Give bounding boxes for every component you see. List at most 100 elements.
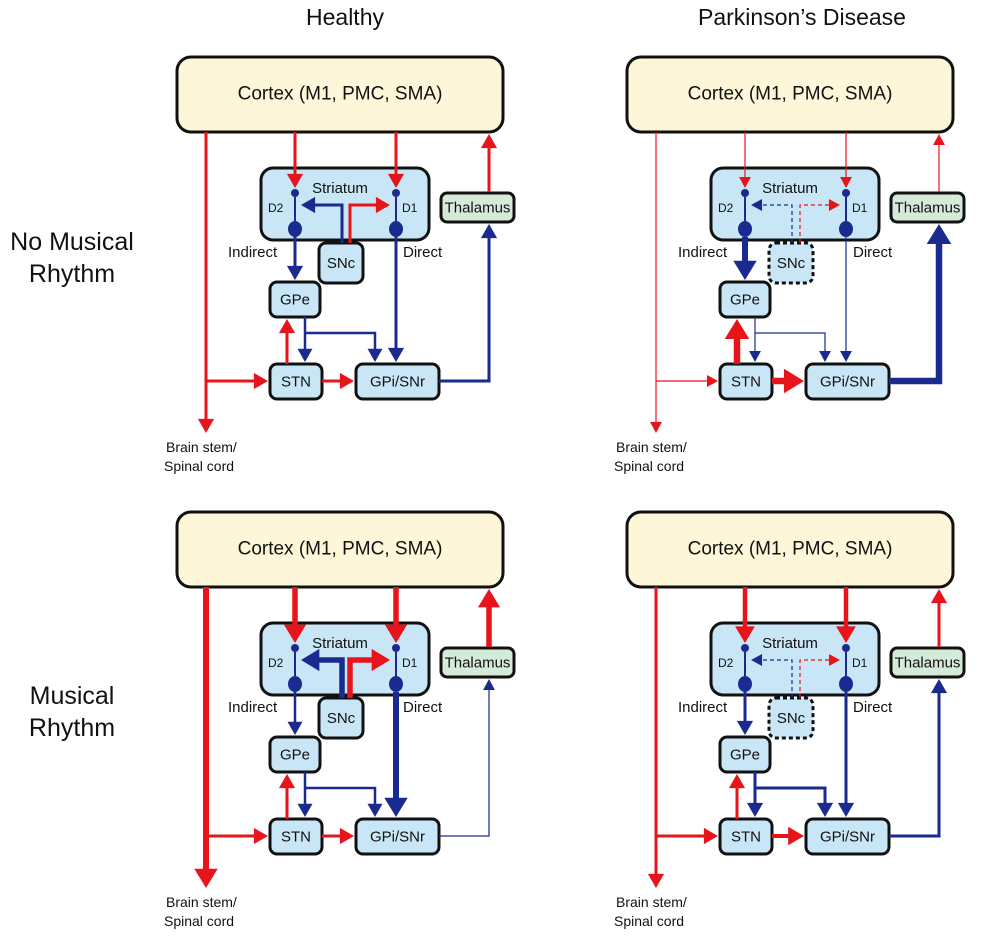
cortex-box-label: Cortex (M1, PMC, SMA): [238, 539, 443, 560]
thalamus-box: [439, 646, 516, 679]
ctx-to-d2-arrow-head: [739, 176, 751, 188]
ctx-to-d2-arrow-head: [286, 173, 304, 188]
gpi-to-thalamus-arrow-head: [483, 679, 495, 691]
gpi-snr-box-label: GPi/SNr: [370, 374, 425, 391]
gpi-to-thalamus-arrow: [889, 687, 941, 838]
brainstem-label-line1: Brain stem/: [166, 439, 237, 455]
d1-label: D1: [402, 656, 418, 670]
panel-healthy-rhythm: Cortex (M1, PMC, SMA)StriatumThalamusSNc…: [164, 510, 516, 929]
gpi-snr-box-label: GPi/SNr: [370, 829, 425, 846]
striatum-box: [259, 166, 431, 242]
row-label-no-rhythm-line1: No Musical: [10, 228, 134, 256]
gpe-to-stn-arrow-head: [746, 802, 764, 817]
panel-pd-no-rhythm: Cortex (M1, PMC, SMA)StriatumThalamusSNc…: [614, 55, 966, 474]
snc-to-d1-arrow-head: [828, 654, 840, 666]
ctx-to-d2-arrow-head: [283, 624, 307, 643]
indirect-label: Indirect: [228, 699, 278, 716]
striatum-label: Striatum: [762, 180, 818, 197]
gpi-snr-box-label: GPi/SNr: [820, 829, 875, 846]
ctx-to-stn-arrow-head: [253, 827, 268, 845]
d2-to-gpe-arrow-head: [736, 720, 754, 735]
gpe-box-label: GPe: [280, 747, 310, 764]
snc-box: [767, 241, 815, 285]
gpe-to-stn-arrow-head: [297, 803, 313, 817]
row-label-rhythm-line1: Musical: [30, 682, 115, 710]
gpe-box: [268, 280, 322, 319]
d2-neuron: [738, 676, 752, 692]
cortex-box-label: Cortex (M1, PMC, SMA): [688, 539, 893, 560]
thalamus-box: [889, 646, 966, 679]
stn-to-gpi-arrow-head: [788, 826, 804, 846]
ctx-to-brainstem-arrow-head: [647, 873, 665, 888]
direct-label: Direct: [403, 244, 443, 261]
thalamus-box-label: Thalamus: [895, 655, 961, 672]
d2-terminal: [741, 189, 749, 197]
thalamus-to-cortex-arrow-head: [930, 589, 948, 604]
cortex-box: [625, 55, 955, 134]
d1-terminal: [392, 189, 400, 197]
stn-box-label: STN: [731, 829, 761, 846]
ctx-to-stn-arrow-head: [253, 372, 268, 390]
snc-to-d2-arrow: [309, 203, 344, 243]
cortex-box: [625, 510, 955, 589]
snc-box-label: SNc: [327, 255, 356, 272]
gpe-to-gpi-arrow: [305, 786, 377, 810]
snc-to-d2-arrow: [757, 204, 793, 243]
snc-to-d2-arrow: [312, 657, 345, 698]
ctx-to-brainstem-arrow-head: [650, 421, 662, 433]
gpe-to-stn-arrow-head: [749, 350, 761, 362]
snc-to-d1-arrow-head: [375, 196, 390, 214]
brainstem-label-line2: Spinal cord: [164, 913, 234, 929]
stn-to-gpe-arrow-head: [278, 319, 296, 334]
striatum-box: [709, 166, 881, 242]
brainstem-label-line1: Brain stem/: [166, 894, 237, 910]
gpe-to-gpi-arrow: [755, 332, 826, 356]
d1-to-gpi-arrow-head: [837, 802, 855, 817]
ctx-to-d1-arrow-head: [387, 173, 405, 188]
thalamus-to-cortex-arrow-head: [933, 134, 945, 146]
stn-to-gpi-arrow-head: [339, 372, 354, 390]
snc-box: [767, 696, 815, 740]
thalamus-box-label: Thalamus: [445, 655, 511, 672]
snc-to-d1-arrow-head: [371, 648, 390, 672]
gpe-box: [718, 280, 772, 319]
gpi-snr-box-label: GPi/SNr: [820, 374, 875, 391]
snc-to-d1-arrow: [799, 204, 834, 243]
gpi-to-thalamus-arrow: [439, 685, 490, 837]
thalamus-box: [439, 191, 516, 224]
gpe-box-label: GPe: [730, 747, 760, 764]
gpe-box: [268, 735, 322, 774]
gpe-to-gpi-arrow: [755, 786, 827, 809]
d2-to-gpe-arrow-head: [286, 265, 304, 280]
d2-label: D2: [268, 656, 284, 670]
brainstem-label-line2: Spinal cord: [614, 913, 684, 929]
d1-label: D1: [402, 201, 418, 215]
d1-label: D1: [852, 201, 868, 215]
d2-terminal: [291, 644, 299, 652]
striatum-label: Striatum: [762, 635, 818, 652]
indirect-label: Indirect: [678, 244, 728, 261]
snc-to-d1-arrow: [348, 203, 382, 243]
snc-to-d2-arrow: [757, 659, 793, 698]
direct-label: Direct: [853, 699, 893, 716]
thalamus-box-label: Thalamus: [445, 200, 511, 217]
d1-terminal: [842, 644, 850, 652]
ctx-to-d1-arrow-head: [840, 176, 852, 188]
ctx-to-d1-arrow-head: [836, 626, 856, 643]
brainstem-label-line1: Brain stem/: [616, 894, 687, 910]
gpi-to-thalamus-arrow-head: [926, 224, 952, 245]
d1-to-gpi-arrow-head: [387, 347, 405, 362]
panel-pd-rhythm: Cortex (M1, PMC, SMA) StriatumThalamusSNc…: [614, 510, 966, 929]
brainstem-label-line1: Brain stem/: [616, 439, 687, 455]
gpe-to-gpi-arrow-head: [367, 803, 383, 817]
thalamus-box-label: Thalamus: [895, 200, 961, 217]
d1-label: D1: [852, 656, 868, 670]
snc-box-label: SNc: [777, 710, 806, 727]
stn-to-gpe-arrow-head: [724, 319, 750, 340]
cortex-box: [175, 510, 505, 589]
d2-neuron: [288, 221, 302, 237]
d2-to-gpe-arrow-head: [287, 721, 303, 735]
brainstem-label-line2: Spinal cord: [164, 458, 234, 474]
snc-to-d1-arrow-head: [828, 199, 840, 211]
